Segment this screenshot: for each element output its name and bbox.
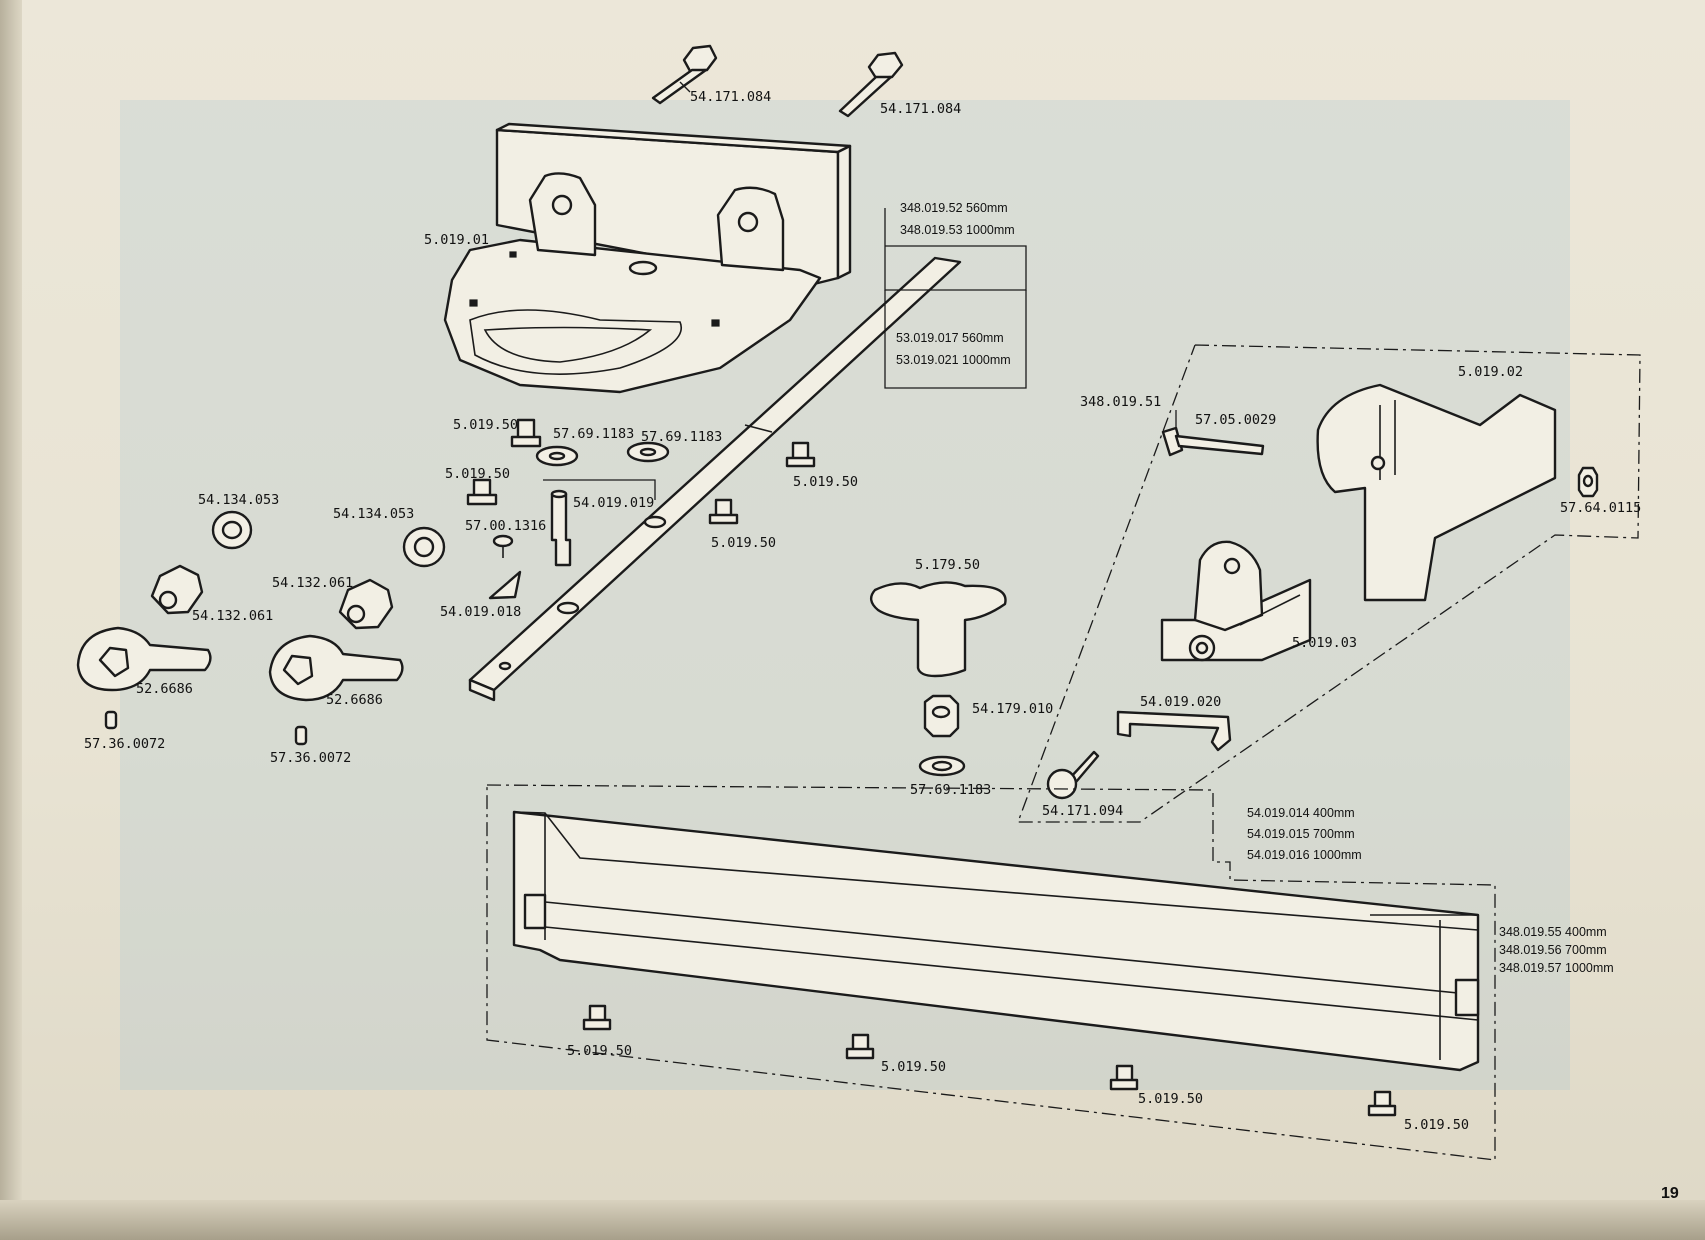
label-knob-nut: 54.179.010 <box>972 701 1053 717</box>
slot-nut-a <box>510 418 542 448</box>
rail-nut-1 <box>582 1004 612 1031</box>
label-bar-b-1: 53.019.017 560mm <box>896 331 1004 345</box>
label-rail-nut-4: 5.019.50 <box>1404 1117 1469 1133</box>
label-rail-nut-1: 5.019.50 <box>567 1043 632 1059</box>
slot-nut-d <box>708 498 739 525</box>
lever-a <box>76 626 212 692</box>
label-bolt-1: 54.171.084 <box>690 89 771 105</box>
page-bottom-edge <box>0 1200 1705 1240</box>
bolt-2 <box>838 51 904 118</box>
label-bar-a-1: 348.019.52 560mm <box>900 201 1008 215</box>
hinge-block <box>1160 540 1312 662</box>
guide-bar <box>468 256 962 702</box>
knob-washer <box>918 755 966 777</box>
label-washer-a: 57.69.1183 <box>553 426 634 442</box>
leader-lines <box>543 208 1177 500</box>
label-pin-screw: 57.05.0029 <box>1195 412 1276 428</box>
label-hex-nut-a: 54.132.061 <box>192 608 273 624</box>
label-rail-set-2: 348.019.56 700mm <box>1499 943 1607 957</box>
small-nut <box>1577 466 1599 498</box>
star-knob <box>870 581 1007 678</box>
label-sleeve-a: 57.36.0072 <box>84 736 165 752</box>
label-knob: 5.179.50 <box>915 557 980 573</box>
label-rail-3: 54.019.016 1000mm <box>1247 848 1362 862</box>
pin-screw <box>1161 426 1265 457</box>
page-number: 19 <box>1661 1185 1679 1202</box>
label-small-nut: 57.64.0115 <box>1560 500 1641 516</box>
label-pin: 54.019.019 <box>573 495 654 511</box>
washer-c <box>211 510 253 550</box>
label-rail-set-3: 348.019.57 1000mm <box>1499 961 1614 975</box>
hex-nut-b <box>338 578 394 630</box>
sleeve-b <box>294 725 308 746</box>
label-group: 348.019.51 <box>1080 394 1161 410</box>
label-screw-a: 57.00.1316 <box>465 518 546 534</box>
stop-block <box>1316 383 1557 602</box>
slot-nut-b <box>466 478 498 506</box>
rail-nut-2 <box>845 1033 875 1060</box>
label-bolt-2: 54.171.084 <box>880 101 961 117</box>
group-outline-right <box>1017 344 1641 823</box>
label-slot-nut-d: 5.019.50 <box>711 535 776 551</box>
label-rail-nut-3: 5.019.50 <box>1138 1091 1203 1107</box>
label-stop-block: 5.019.02 <box>1458 364 1523 380</box>
small-screw <box>492 534 514 558</box>
pin-part <box>550 489 572 567</box>
bolt-1 <box>651 44 718 105</box>
label-washer-b: 57.69.1183 <box>641 429 722 445</box>
label-rail-1: 54.019.014 400mm <box>1247 806 1355 820</box>
label-rail-set-1: 348.019.55 400mm <box>1499 925 1607 939</box>
label-hex-nut-b: 54.132.061 <box>272 575 353 591</box>
group-outline-rail <box>486 784 1496 1161</box>
label-rail-2: 54.019.015 700mm <box>1247 827 1355 841</box>
part-labels: 54.171.084 54.171.084 5.019.01 348.019.5… <box>84 89 1641 1133</box>
rail-part <box>512 810 1480 1072</box>
knob-nut <box>923 694 960 738</box>
label-slot-nut-a: 5.019.50 <box>453 417 518 433</box>
rail-nut-4 <box>1367 1090 1397 1117</box>
label-sleeve-b: 57.36.0072 <box>270 750 351 766</box>
stirrup-part <box>1116 710 1232 752</box>
lever-b <box>268 634 404 702</box>
label-slot-nut-b: 5.019.50 <box>445 466 510 482</box>
washer-d <box>402 526 446 568</box>
label-washer-d: 54.134.053 <box>333 506 414 522</box>
rail-nut-3 <box>1109 1064 1139 1091</box>
label-washer-c: 54.134.053 <box>198 492 279 508</box>
label-bar-a-2: 348.019.53 1000mm <box>900 223 1015 237</box>
hex-nut-a <box>150 564 204 615</box>
label-bar-b-2: 53.019.021 1000mm <box>896 353 1011 367</box>
page-binding-edge <box>0 0 22 1240</box>
label-slot-nut-c: 5.019.50 <box>793 474 858 490</box>
label-knob-pin: 54.171.094 <box>1042 803 1123 819</box>
label-rail-nut-2: 5.019.50 <box>881 1059 946 1075</box>
label-hinge-block: 5.019.03 <box>1292 635 1357 651</box>
sleeve-a <box>104 710 118 730</box>
label-clip: 54.019.018 <box>440 604 521 620</box>
label-bracket-plate: 5.019.01 <box>424 232 489 248</box>
bracket-plate <box>443 122 852 394</box>
label-lever-a: 52.6686 <box>136 681 193 697</box>
label-knob-washer: 57.69.1183 <box>910 782 991 798</box>
knob-pin <box>1046 750 1100 800</box>
slot-nut-c <box>785 441 816 468</box>
label-stirrup: 54.019.020 <box>1140 694 1221 710</box>
label-lever-b: 52.6686 <box>326 692 383 708</box>
clip-part <box>488 570 522 600</box>
